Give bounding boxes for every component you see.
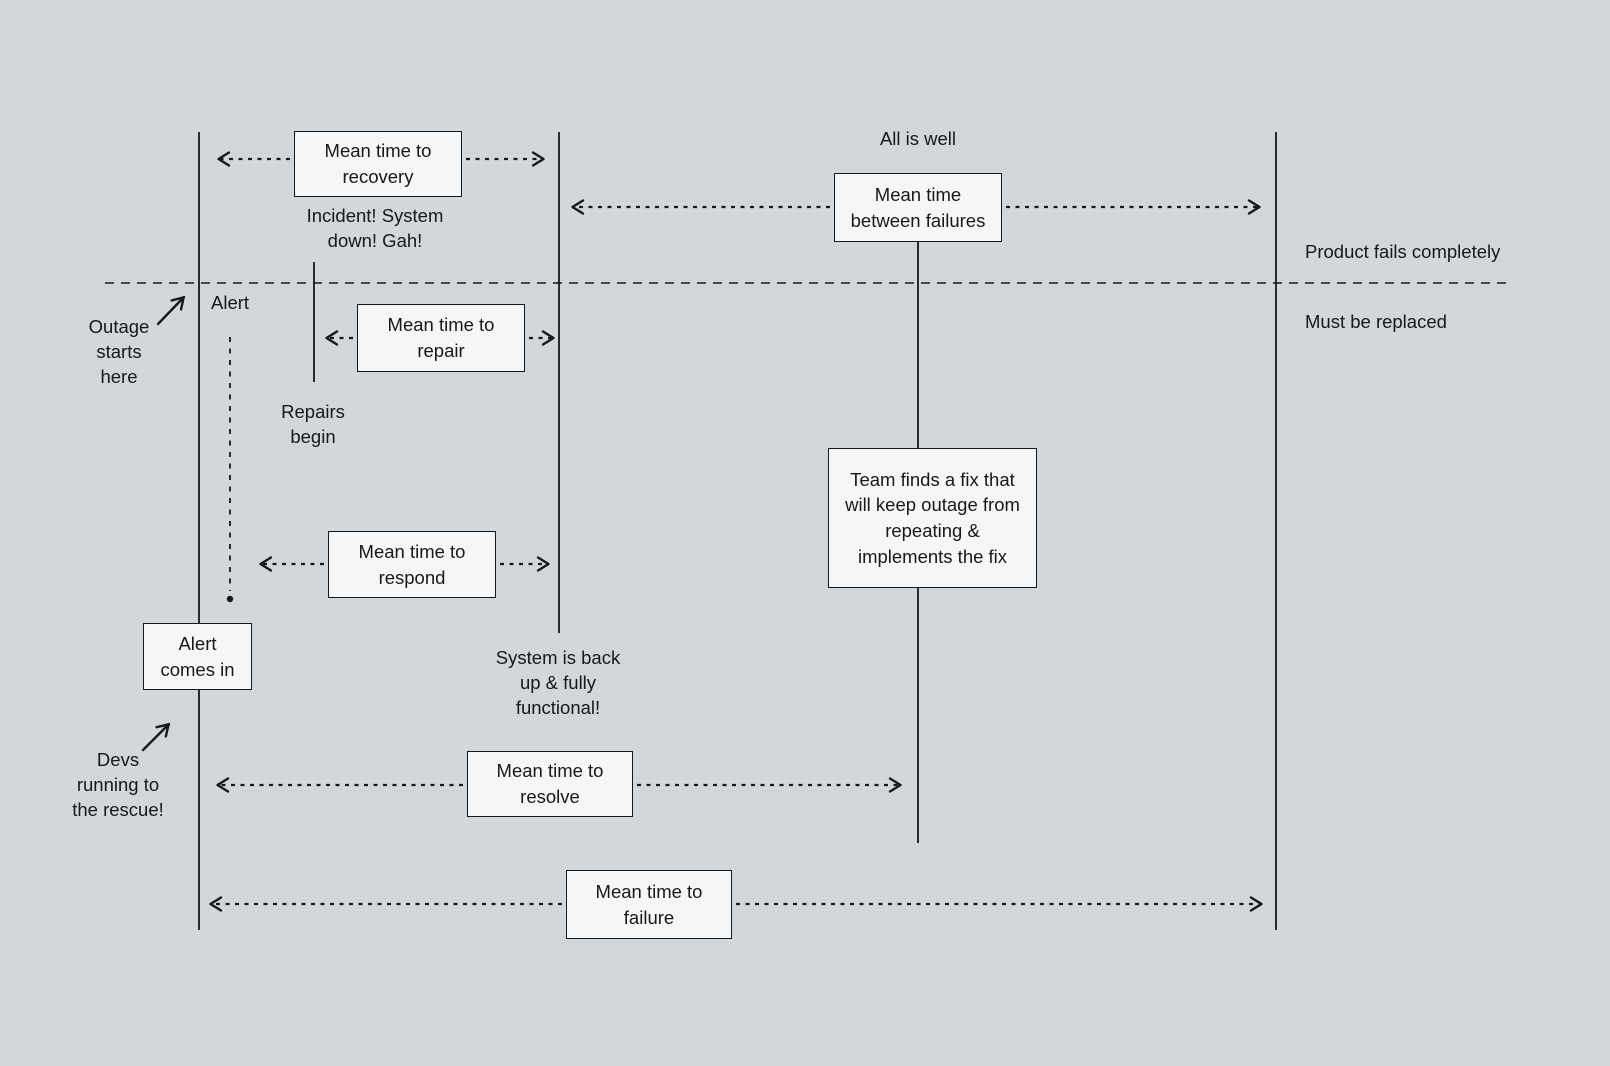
outage-starts-here-label: Outage starts here <box>88 316 150 388</box>
product-fails-label: Product fails completely <box>1305 241 1501 262</box>
repairs-begin-label: Repairs begin <box>281 401 345 448</box>
devs-pointer-arrow-icon <box>141 722 171 752</box>
mean-time-to-recovery-box: Mean time to recovery <box>294 131 462 197</box>
alert-line-end-dot <box>226 595 234 603</box>
alert-label: Alert <box>211 292 250 313</box>
mean-time-to-respond-box: Mean time to respond <box>328 531 496 598</box>
system-back-up-label: System is back up & fully functional! <box>495 647 621 719</box>
incident-label: Incident! System down! Gah! <box>306 205 444 252</box>
outage-pointer-arrow-icon <box>156 295 186 326</box>
team-finds-fix-box: Team finds a fix that will keep outage f… <box>828 448 1037 588</box>
mean-time-to-failure-box: Mean time to failure <box>566 870 732 939</box>
mean-time-to-repair-box: Mean time to repair <box>357 304 525 372</box>
devs-running-label: Devs running to the rescue! <box>72 749 164 821</box>
alert-comes-in-box: Alert comes in <box>143 623 252 690</box>
must-be-replaced-label: Must be replaced <box>1305 311 1447 332</box>
all-is-well-label: All is well <box>879 128 957 149</box>
mean-time-to-resolve-box: Mean time to resolve <box>467 751 633 817</box>
mean-time-between-failures-box: Mean time between failures <box>834 173 1002 242</box>
